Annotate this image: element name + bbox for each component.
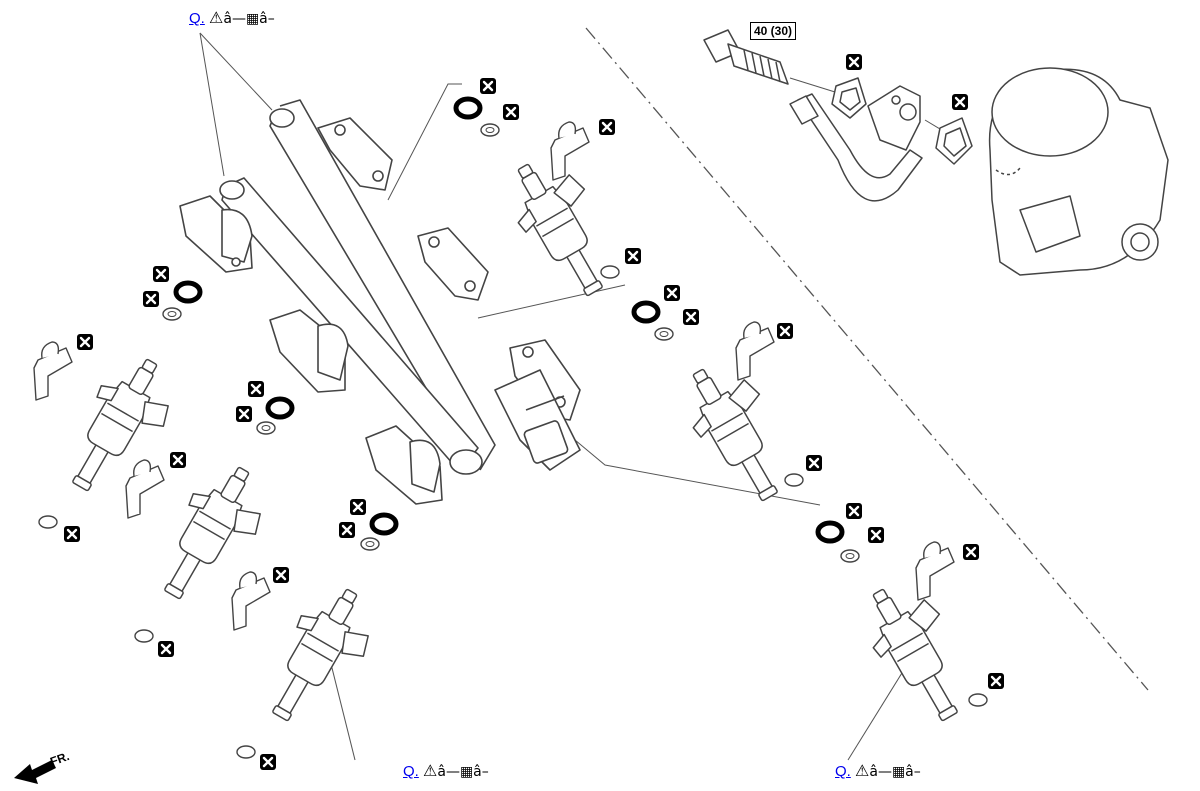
replace-part-icon bbox=[75, 332, 95, 352]
replace-part-icon bbox=[961, 542, 981, 562]
high-pressure-fuel-pump bbox=[703, 29, 1169, 276]
replace-part-icon bbox=[337, 520, 357, 540]
replace-part-icon bbox=[623, 246, 643, 266]
replace-part-icon bbox=[234, 404, 254, 424]
replace-part-icon bbox=[141, 289, 161, 309]
warning-icon: ⚠ bbox=[423, 761, 438, 780]
replace-part-icon bbox=[501, 102, 521, 122]
callout-link[interactable]: Q. bbox=[403, 763, 419, 780]
replace-part-icon bbox=[156, 639, 176, 659]
replace-part-icon bbox=[62, 524, 82, 544]
injector-right-3 bbox=[818, 523, 988, 734]
injector-left-1 bbox=[33, 283, 200, 529]
callout-text: â—▦â– bbox=[223, 11, 275, 27]
replace-part-icon bbox=[844, 501, 864, 521]
replace-part-icon bbox=[597, 117, 617, 137]
replace-part-icon bbox=[348, 497, 368, 517]
injector-left-2 bbox=[125, 399, 292, 643]
front-label: FR. bbox=[48, 749, 71, 769]
front-arrow-icon: FR. bbox=[14, 749, 71, 784]
torque-spec: 40 (30) bbox=[750, 22, 797, 40]
callout-link[interactable]: Q. bbox=[835, 763, 851, 780]
callout-left-injector: Q. ⚠â—▦â– bbox=[403, 761, 489, 780]
replace-part-icon bbox=[775, 321, 795, 341]
replace-part-icon bbox=[271, 565, 291, 585]
replace-part-icon bbox=[950, 92, 970, 112]
fuel-rail-left bbox=[179, 177, 483, 505]
replace-part-icon bbox=[662, 283, 682, 303]
replace-part-icon bbox=[478, 76, 498, 96]
replace-part-icon bbox=[258, 752, 278, 772]
replace-part-icon bbox=[168, 450, 188, 470]
replace-part-icon bbox=[986, 671, 1006, 691]
callout-text: â—▦â– bbox=[437, 764, 489, 780]
callout-rails: Q. ⚠â—▦â– bbox=[189, 8, 275, 27]
callout-right-injector: Q. ⚠â—▦â– bbox=[835, 761, 921, 780]
leader-lines bbox=[199, 32, 946, 761]
fuel-rail-right bbox=[269, 99, 581, 471]
warning-icon: ⚠ bbox=[855, 761, 870, 780]
callout-text: â—▦â– bbox=[869, 764, 921, 780]
warning-icon: ⚠ bbox=[209, 8, 224, 27]
replace-part-icon bbox=[866, 525, 886, 545]
injector-left-3 bbox=[231, 515, 396, 759]
callout-link[interactable]: Q. bbox=[189, 10, 205, 27]
replace-part-icon bbox=[681, 307, 701, 327]
replace-part-icon bbox=[151, 264, 171, 284]
replace-part-icon bbox=[844, 52, 864, 72]
replace-part-icon bbox=[804, 453, 824, 473]
replace-part-icon bbox=[246, 379, 266, 399]
